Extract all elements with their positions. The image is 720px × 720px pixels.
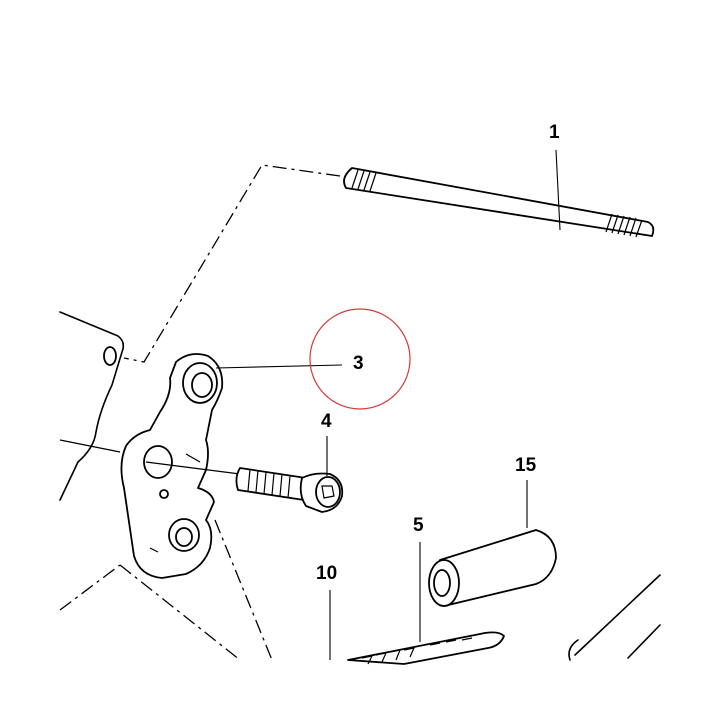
callout-label-1: 1 [549,122,560,143]
callout-label-5: 5 [413,515,424,536]
part-15-sleeve [428,529,557,607]
callout-label-3: 3 [353,353,364,374]
callout-label-4: 4 [321,411,332,432]
leader-3 [215,364,343,369]
callout-label-15: 15 [515,455,537,476]
highlight-circle [309,308,411,410]
leader-1 [555,149,561,231]
part-5-spring-pin [347,631,505,665]
leader-lines [215,149,561,660]
frame-outline [59,311,661,661]
part-1-stud [343,167,655,238]
part-3-bracket [120,353,224,579]
frame-mount-hole [103,346,117,366]
assembly-guide-line [103,164,341,366]
part-4-bolt [145,461,344,513]
bracket-middle-hole [143,445,173,479]
callout-label-10: 10 [316,563,338,584]
